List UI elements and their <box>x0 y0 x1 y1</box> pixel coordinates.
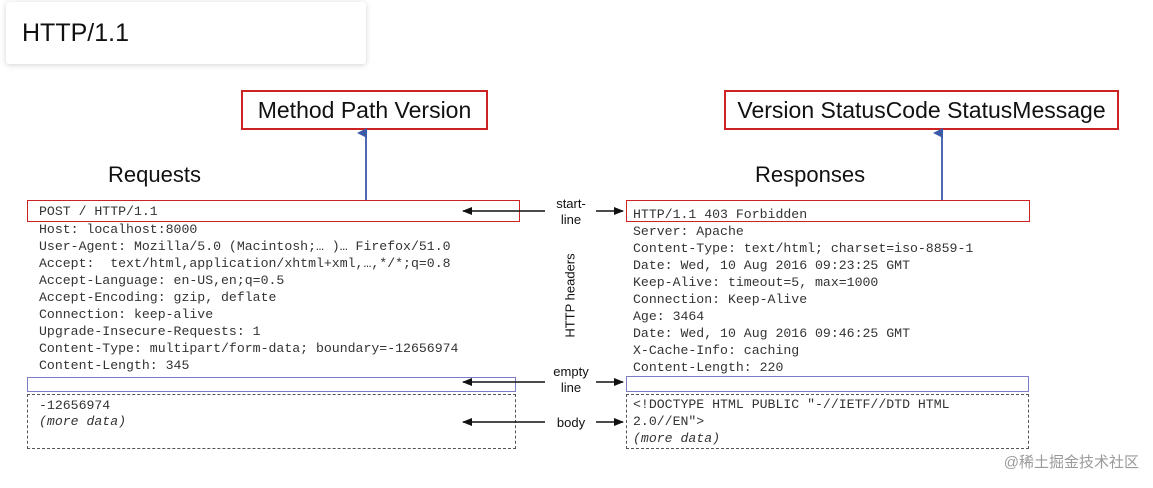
request-body-line: -12656974 <box>39 398 111 413</box>
header-line: Accept-Language: en-US,en;q=0.5 <box>39 273 285 288</box>
body-label: body <box>556 415 586 430</box>
header-line: Server: Apache <box>633 224 744 239</box>
header-line: Content-Length: 345 <box>39 358 190 373</box>
response-startline-format-box: Version StatusCode StatusMessage <box>724 90 1119 130</box>
header-line: Content-Type: text/html; charset=iso-885… <box>633 241 974 256</box>
empty-line-label-line1: empty <box>553 364 589 379</box>
title-card: HTTP/1.1 <box>6 2 366 64</box>
watermark: @稀土掘金技术社区 <box>1003 454 1139 471</box>
start-line-label-line2: line <box>560 212 582 227</box>
responses-heading: Responses <box>755 162 866 187</box>
header-line: Upgrade-Insecure-Requests: 1 <box>39 324 261 339</box>
header-line: Keep-Alive: timeout=5, max=1000 <box>633 275 879 290</box>
response-headers: Server: Apache Content-Type: text/html; … <box>633 223 973 376</box>
header-line: Date: Wed, 10 Aug 2016 09:46:25 GMT <box>633 326 910 341</box>
empty-line-label: empty line <box>546 364 596 396</box>
header-line: Connection: Keep-Alive <box>633 292 808 307</box>
header-line: Date: Wed, 10 Aug 2016 09:23:25 GMT <box>633 258 910 273</box>
requests-heading: Requests <box>108 162 201 187</box>
header-line: Content-Length: 220 <box>633 360 784 375</box>
request-headers: Host: localhost:8000 User-Agent: Mozilla… <box>39 221 458 374</box>
request-start-line: POST / HTTP/1.1 <box>39 204 158 219</box>
header-line: X-Cache-Info: caching <box>633 343 800 358</box>
empty-line-label-line2: line <box>560 380 582 395</box>
header-line: Accept-Encoding: gzip, deflate <box>39 290 277 305</box>
start-line-label: start- line <box>548 196 594 228</box>
response-more-data: (more data) <box>633 431 721 446</box>
response-startline-box <box>626 200 1030 222</box>
response-body-line: <!DOCTYPE HTML PUBLIC "-//IETF//DTD HTML <box>633 397 950 412</box>
header-line: Accept: text/html,application/xhtml+xml,… <box>39 256 451 271</box>
header-line: Connection: keep-alive <box>39 307 214 322</box>
response-body-box <box>626 394 1029 449</box>
response-empty-line-box <box>626 376 1029 392</box>
header-line: Host: localhost:8000 <box>39 222 198 237</box>
request-more-data: (more data) <box>39 414 127 429</box>
page-title: HTTP/1.1 <box>22 19 129 47</box>
header-line: Content-Type: multipart/form-data; bound… <box>39 341 459 356</box>
response-start-line: HTTP/1.1 403 Forbidden <box>633 207 808 222</box>
header-line: User-Agent: Mozilla/5.0 (Macintosh;… )… … <box>39 239 451 254</box>
request-empty-line-box <box>27 377 516 392</box>
header-line: Age: 3464 <box>633 309 705 324</box>
start-line-label-line1: start- <box>556 196 586 211</box>
response-body-line: 2.0//EN"> <box>633 414 705 429</box>
